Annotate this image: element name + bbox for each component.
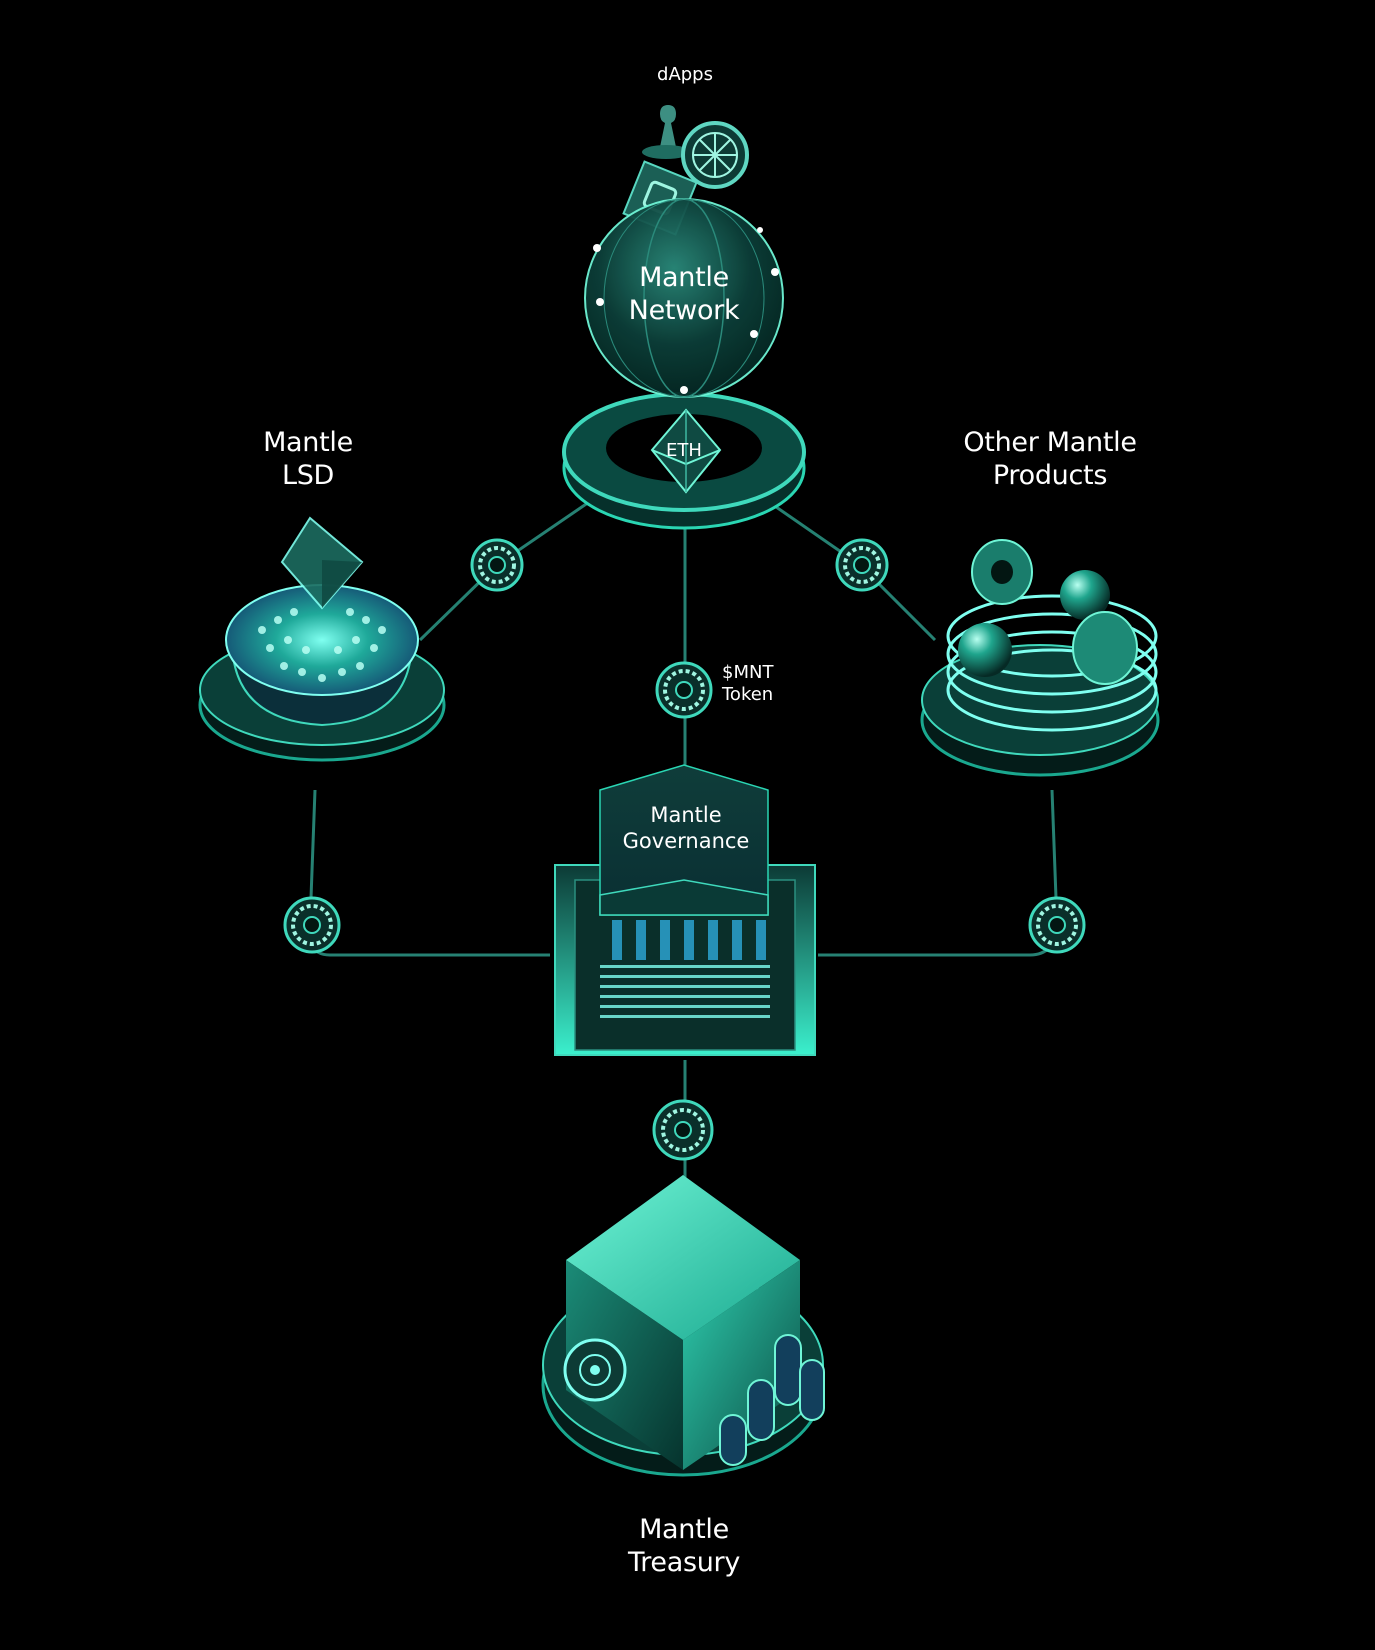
donut-icon	[971, 539, 1033, 605]
mnt-token-label: $MNT Token	[722, 662, 792, 706]
lsd-bead-grid	[258, 608, 386, 682]
link-node-1	[470, 538, 524, 592]
line-other-governance	[818, 789, 1059, 957]
other-products-label-line1: Other Mantle	[963, 427, 1137, 458]
link-node-mnt	[655, 661, 713, 719]
eth-label: ETH	[666, 440, 702, 461]
link-node-5	[652, 1099, 714, 1161]
lsd-label-line1: Mantle	[263, 427, 353, 458]
governance-label-line2: Governance	[622, 828, 750, 853]
sphere-icon	[958, 623, 1012, 677]
dapps-label: dApps	[657, 64, 713, 85]
link-node-4	[1028, 896, 1086, 954]
network-label-line2: Network	[628, 294, 740, 326]
link-node-2	[835, 538, 889, 592]
mnt-token-label-line2: Token	[722, 683, 774, 705]
network-sphere	[584, 198, 784, 398]
governance-building	[554, 764, 816, 1056]
link-node-3	[283, 896, 341, 954]
coin-stacks-icon	[719, 1334, 825, 1466]
governance-stairs	[600, 965, 770, 1018]
treasury-label-line2: Treasury	[627, 1546, 741, 1578]
sphere-icon	[1060, 570, 1110, 620]
other-products-object	[920, 539, 1160, 777]
governance-columns	[612, 920, 766, 960]
network-label: Mantle Network	[584, 262, 784, 328]
treasury-label-line1: Mantle	[639, 1514, 729, 1545]
lsd-label-line2: LSD	[281, 459, 335, 491]
chess-pawn-icon	[642, 105, 690, 159]
cylinder-icon	[1072, 611, 1138, 685]
vault-dial-icon	[563, 1338, 627, 1402]
eth-diamond-icon	[650, 408, 722, 494]
network-label-line1: Mantle	[639, 262, 729, 293]
mnt-token-label-line1: $MNT	[722, 662, 774, 683]
treasury-label: Mantle Treasury	[584, 1514, 784, 1580]
line-lsd-governance	[308, 789, 550, 957]
wheel-icon	[681, 121, 749, 189]
governance-label-line1: Mantle	[650, 803, 722, 827]
treasury-vault	[541, 1175, 825, 1477]
other-products-label-line2: Products	[992, 459, 1108, 491]
lsd-object	[198, 516, 446, 762]
governance-label: Mantle Governance	[604, 803, 768, 854]
lsd-label: Mantle LSD	[208, 427, 408, 493]
other-products-label: Other Mantle Products	[930, 427, 1170, 493]
